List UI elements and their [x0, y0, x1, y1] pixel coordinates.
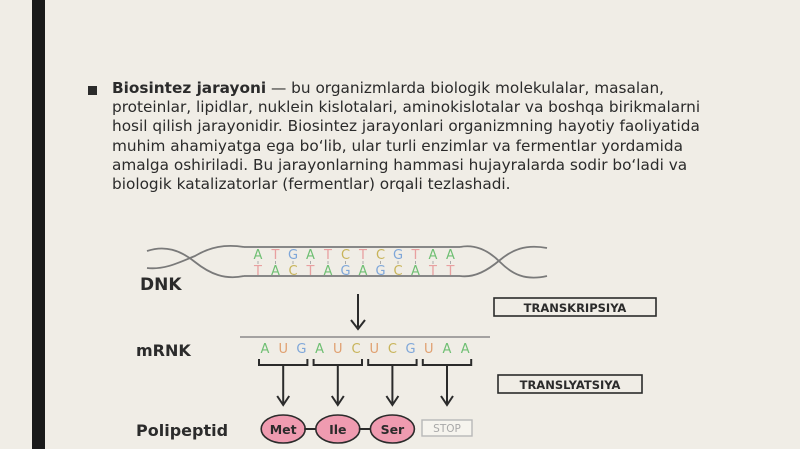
dna-top-base: T — [358, 248, 367, 263]
dna-bottom-base: A — [411, 264, 420, 279]
translation-arrowhead — [330, 395, 345, 407]
translation-arrowhead — [385, 395, 400, 407]
mrna-base: U — [333, 342, 343, 357]
mrna-base: U — [278, 342, 288, 357]
dna-base-pair-rungs — [257, 261, 451, 264]
codon-bracket — [367, 359, 418, 366]
mrna-base: U — [424, 342, 434, 357]
codon-bracket — [312, 359, 363, 366]
dna-top-base: T — [271, 248, 280, 263]
dna-bottom-base: A — [271, 264, 280, 279]
amino-acid-label: Met — [270, 422, 297, 437]
dna-label: DNK — [140, 275, 182, 295]
dna-bottom-base: T — [306, 264, 315, 279]
term-bold: Biosintez jarayoni — [112, 79, 267, 97]
mrna-base: G — [406, 342, 416, 357]
dna-bottom-base: A — [359, 264, 368, 279]
codon-brackets — [258, 359, 473, 407]
mrna-base: A — [443, 342, 452, 357]
mrna-base: A — [261, 342, 270, 357]
mrna-base: G — [296, 342, 306, 357]
translation-box — [497, 374, 643, 394]
dna-top-base: A — [446, 248, 455, 263]
dna-top-base: C — [376, 248, 385, 263]
slide-paragraph: Biosintez jarayoni — bu organizmlarda bi… — [112, 79, 732, 194]
transcription-label: TRANSKRIPSIYA — [524, 301, 627, 315]
mrna-base: C — [388, 342, 397, 357]
dna-bottom-base: A — [324, 264, 333, 279]
dna-top-base: G — [393, 248, 403, 263]
stop-codon-box — [421, 419, 473, 437]
codon-bracket — [258, 359, 309, 366]
amino-acid-chain: Met Ile Ser STOP — [260, 414, 473, 444]
transcription-arrow — [350, 294, 366, 331]
translation-arrowhead — [440, 395, 454, 407]
mrna-base: A — [315, 342, 324, 357]
translation-arrowhead — [276, 395, 291, 407]
mrna-base: U — [369, 342, 379, 357]
mrna-label: mRNK — [136, 341, 191, 360]
dna-top-base: G — [288, 248, 298, 263]
dna-bottom-base: G — [340, 264, 350, 279]
polypeptide-label: Polipeptid — [136, 421, 228, 440]
dna-bottom-base: T — [446, 264, 455, 279]
mrna-base: A — [461, 342, 470, 357]
dna-bottom-base: C — [288, 264, 297, 279]
dna-bottom-base: C — [393, 264, 402, 279]
definition-text: — bu organizmlarda biologik molekulalar,… — [112, 79, 701, 194]
bullet-square — [88, 86, 97, 95]
dna-bottom-base: G — [375, 264, 385, 279]
dna-bottom-base: T — [253, 264, 262, 279]
dna-top-base: C — [341, 248, 350, 263]
amino-acid-bead — [369, 414, 416, 444]
stop-label: STOP — [433, 423, 461, 435]
amino-acid-label: Ile — [329, 422, 346, 437]
dna-helix-outline — [146, 244, 548, 279]
dna-top-base: A — [429, 248, 438, 263]
slide-accent-bar — [32, 0, 45, 449]
amino-acid-label: Ser — [381, 422, 405, 437]
translation-label: TRANSLYATSIYA — [520, 378, 621, 392]
transcription-box — [493, 297, 657, 317]
dna-top-base: A — [306, 248, 315, 263]
mrna-base: C — [351, 342, 360, 357]
dna-bottom-base: T — [428, 264, 437, 279]
dna-top-base: A — [254, 248, 263, 263]
codon-bracket — [421, 359, 473, 366]
dna-top-base: T — [323, 248, 332, 263]
dna-top-base: T — [411, 248, 420, 263]
